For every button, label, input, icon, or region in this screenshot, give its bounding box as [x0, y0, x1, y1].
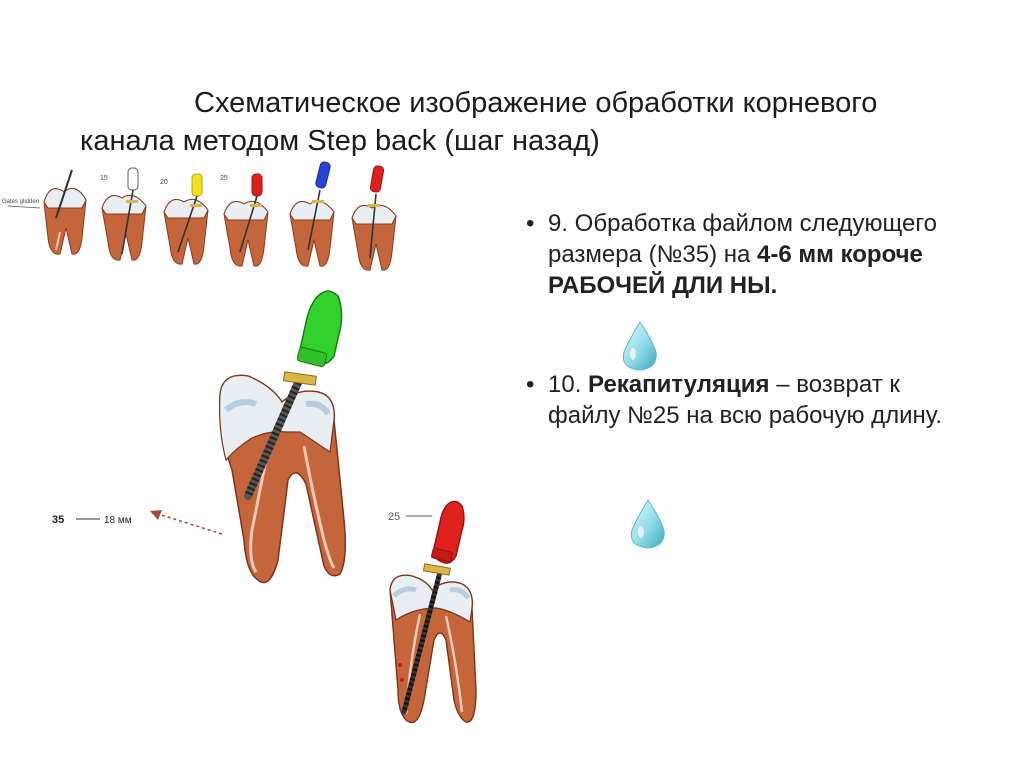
bullet-10-text: – возврат к файлу №25 на всю рабочую дли… — [548, 371, 943, 429]
green-file-handle — [299, 290, 343, 366]
main-tooth-figure — [219, 290, 347, 584]
bullet-marker: • — [526, 210, 535, 237]
bullet-9-text: 9. Обработка файлом следующего размера (… — [548, 210, 937, 268]
bullet-10-bold: Рекапитуляция — [588, 371, 770, 398]
main-tooth-crown — [219, 374, 335, 462]
strip-label-4: 25 — [220, 175, 228, 182]
strip-label-3: 20 — [160, 179, 168, 186]
bullet-marker: • — [526, 371, 535, 398]
strip-tooth-2 — [101, 167, 147, 261]
strip-tooth-5 — [289, 161, 335, 267]
length-arrow — [150, 510, 223, 535]
bullet-item-9: • 9. Обработка файлом следующего размера… — [520, 208, 950, 301]
title-line-2: канала методом Step back (шаг назад) — [80, 125, 600, 157]
recap-size-label: 25 — [388, 511, 400, 523]
bullet-item-10: • 10. Рекапитуляция – возврат к файлу №2… — [520, 369, 950, 431]
strip-tooth-4 — [223, 173, 269, 267]
water-drop-icon-2 — [630, 499, 665, 549]
strip-tooth-1 — [43, 169, 87, 255]
strip-tooth-3 — [163, 173, 209, 265]
strip-tooth-6 — [351, 165, 397, 271]
title-line-1: Схематическое изображение обработки корн… — [194, 87, 878, 119]
slide-title: Схематическое изображение обработки корн… — [80, 84, 980, 160]
step-strip: Gates glidden 15 20 25 — [2, 161, 397, 271]
strip-label-1: Gates glidden — [2, 199, 39, 205]
bullet-list: • 9. Обработка файлом следующего размера… — [520, 208, 950, 431]
main-length-label: 18 мм — [104, 515, 132, 526]
bullet-10-number: 10. — [548, 371, 589, 398]
strip-label-2: 15 — [100, 175, 108, 182]
red-file-handle — [432, 500, 465, 564]
bullet-9-bold: 4-6 мм короче РАБОЧЕЙ ДЛИ НЫ. — [548, 241, 923, 299]
main-size-label: 35 — [52, 514, 64, 526]
recap-tooth-figure — [389, 500, 477, 724]
